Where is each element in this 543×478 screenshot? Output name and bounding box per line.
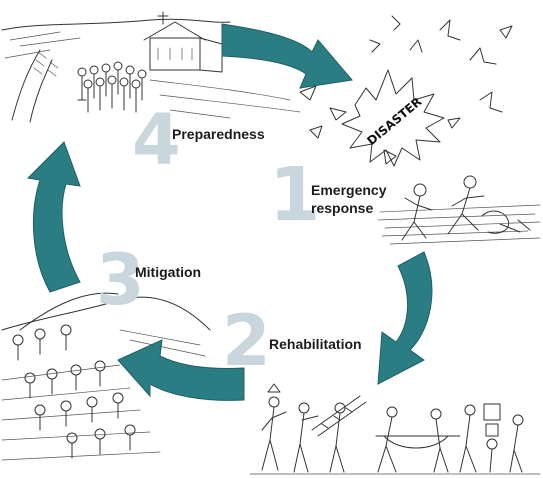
disaster-burst-sketch: DISASTER	[299, 15, 513, 167]
village-sketch	[1, 11, 301, 123]
stage-4-label: Preparedness	[172, 126, 265, 142]
mitigation-sketch	[1, 292, 211, 461]
stage-4-number: 4	[132, 99, 181, 181]
arrow-left	[26, 141, 81, 293]
stage-2-label: Rehabilitation	[269, 336, 362, 352]
rehabilitation-sketch	[249, 383, 541, 475]
emergency-sketch	[377, 175, 541, 245]
stage-3-label: Mitigation	[135, 264, 202, 280]
arrow-top	[221, 23, 353, 89]
arrow-right	[377, 251, 433, 385]
cycle-arrows	[26, 23, 433, 401]
stage-1-number: 1	[269, 152, 321, 238]
stage-3-number: 3	[96, 239, 145, 321]
stage-1-label-line2: response	[311, 199, 374, 216]
stage-2-number: 2	[222, 300, 271, 382]
stage-1-label-line1: Emergency	[311, 182, 387, 198]
stage-1-label: Emergency response	[311, 182, 386, 217]
disaster-label: DISASTER	[364, 94, 424, 148]
arrow-bottom	[117, 339, 245, 401]
